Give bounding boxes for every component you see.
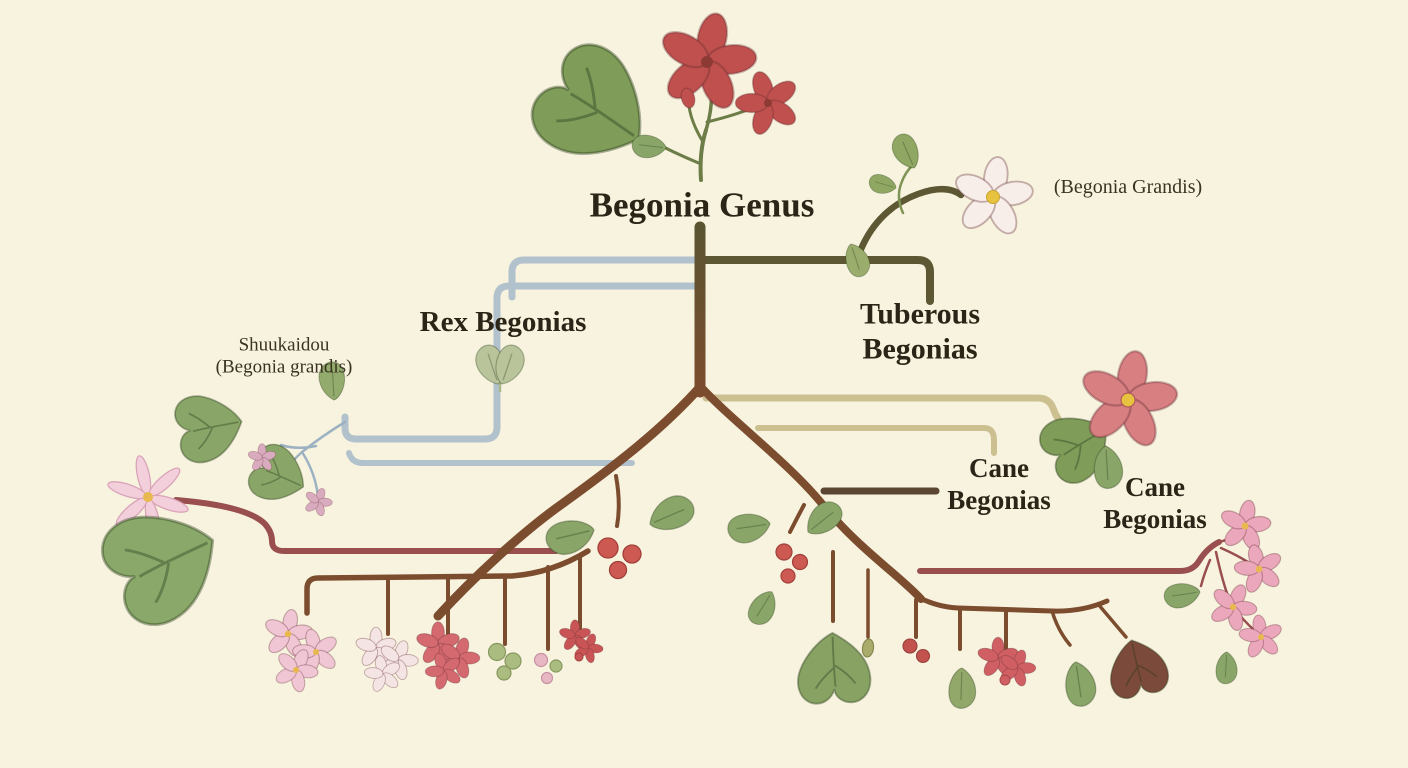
blush-flower-cluster-illustration — [353, 626, 426, 697]
big-heart-leaf-illustration — [91, 489, 238, 637]
label-cane-right-line2: Begonias — [1103, 504, 1207, 534]
maroon-branch-left — [173, 497, 559, 554]
label-tuberous-line1: Tuberous — [859, 297, 981, 331]
shuukaidou-branch-lines — [341, 256, 701, 466]
mixed-bud-cluster-illustration — [533, 652, 563, 685]
label-shuukaidou: Shuukaidou (Begonia grandis) — [216, 335, 353, 380]
center-berry-cluster-illustration — [540, 487, 701, 580]
cane-flower-illustration — [1032, 341, 1189, 492]
diagram-title: Begonia Genus — [589, 185, 815, 225]
label-cane-begonias-right: Cane Begonias — [1103, 472, 1207, 536]
label-shuukaidou-line2: (Begonia grandis) — [215, 357, 353, 378]
rex-leaf-icon — [469, 340, 531, 392]
label-cane-center-line2: Begonias — [947, 485, 1051, 515]
pink-flower-cluster-illustration — [257, 604, 346, 700]
left-main-branch — [304, 381, 706, 651]
green-bud-cluster-illustration — [487, 642, 522, 681]
top-begonia-illustration — [518, 1, 811, 186]
red-flower-cluster-left-illustration — [414, 621, 487, 696]
grandis-sprig-stems — [897, 163, 915, 215]
small-red-flower-cluster-illustration — [557, 619, 609, 668]
grandis-branch-line — [854, 185, 965, 261]
bottom-right-leaf-cluster-illustration — [795, 630, 1173, 711]
right-pink-flower-cluster-illustration — [1160, 495, 1291, 686]
right-main-branch — [696, 382, 1128, 653]
label-shuukaidou-line1: Shuukaidou — [238, 334, 330, 356]
label-cane-center-line1: Cane — [969, 453, 1029, 484]
label-cane-right-line1: Cane — [1125, 472, 1185, 503]
tuberous-branch-line — [696, 256, 934, 305]
label-tuberous-line2: Begonias — [862, 333, 978, 366]
label-tuberous-begonias: Tuberous Begonias — [860, 297, 980, 368]
right-berry-cluster-illustration — [723, 494, 848, 629]
label-rex-begonias: Rex Begonias — [419, 305, 587, 338]
shuukaidou-plant-illustration — [171, 358, 351, 521]
label-begonia-grandis-top: (Begonia Grandis) — [1053, 176, 1203, 199]
grandis-flower-illustration — [837, 129, 1042, 281]
maroon-branch-right — [917, 539, 1222, 574]
label-cane-begonias-center: Cane Begonias — [947, 453, 1051, 517]
